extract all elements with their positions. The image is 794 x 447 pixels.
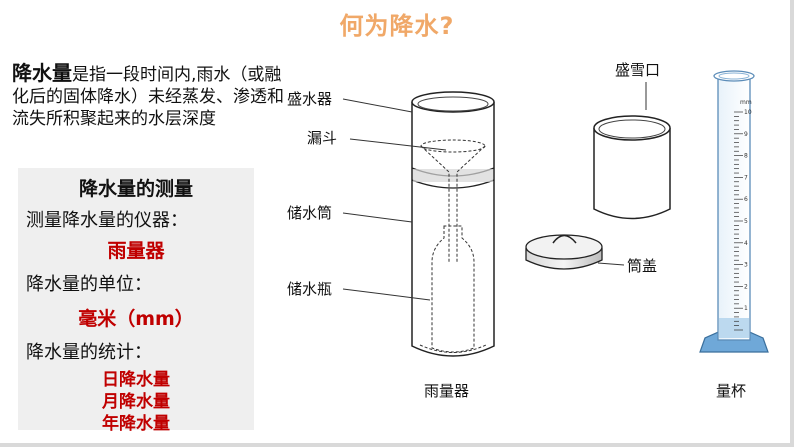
- cylinder-scale: [734, 111, 743, 331]
- keyword-precipitation: 降水量: [12, 61, 72, 85]
- cylinder-tick-label: 1: [744, 305, 748, 312]
- instrument-label: 测量降水量的仪器：: [26, 210, 188, 231]
- storage-bottle: [431, 225, 475, 353]
- stat-monthly: 月降水量: [102, 392, 170, 412]
- stat-daily: 日降水量: [102, 370, 170, 390]
- stats-label: 降水量的统计：: [26, 342, 152, 363]
- instrument-name: 雨量器: [107, 240, 165, 262]
- cylinder-tick-label: 7: [744, 174, 748, 181]
- label-rain-gauge: 雨量器: [424, 382, 469, 400]
- cylinder-tick-label: 9: [744, 131, 748, 138]
- label-snow-opening: 盛雪口: [615, 61, 660, 79]
- unit-label: 降水量的单位：: [26, 274, 152, 295]
- measuring-cylinder: mm 10 9 8 7 6 5 4 3 2 1: [699, 70, 769, 353]
- stat-yearly: 年降水量: [102, 414, 170, 434]
- label-lid: 筒盖: [627, 257, 657, 275]
- cylinder-unit: mm: [740, 99, 752, 106]
- cylinder-tick-label: 10: [744, 109, 752, 116]
- rain-gauge: [411, 91, 495, 357]
- definition-body: 是指一段时间内,雨水（或融化后的固体降水）未经蒸发、渗透和流失所积聚起来的水层深…: [12, 65, 284, 129]
- lid: [525, 234, 603, 270]
- leader-lines: [342, 82, 647, 301]
- label-storage-tube: 储水筒: [287, 204, 332, 222]
- cylinder-tick-label: 4: [744, 240, 748, 247]
- unit-name: 毫米（mm）: [78, 308, 194, 330]
- label-funnel: 漏斗: [307, 129, 337, 147]
- cylinder-tick-label: 2: [744, 283, 748, 290]
- funnel: [420, 145, 486, 262]
- cylinder-tick-label: 5: [744, 218, 748, 225]
- label-storage-bottle: 储水瓶: [287, 280, 332, 298]
- page-title: 何为降水?: [339, 12, 455, 40]
- snow-opening-cup: [593, 115, 671, 220]
- cylinder-tick-label: 8: [744, 153, 748, 160]
- lid-handle: [552, 234, 577, 244]
- measurement-box: 降水量的测量 测量降水量的仪器： 雨量器 降水量的单位： 毫米（mm） 降水量的…: [18, 168, 254, 434]
- cylinder-tick-label: 3: [744, 262, 748, 269]
- measurement-heading: 降水量的测量: [78, 178, 193, 200]
- cylinder-tick-label: 6: [744, 196, 748, 203]
- label-collector: 盛水器: [287, 90, 332, 108]
- definition-text: 降水量是指一段时间内,雨水（或融化后的固体降水）未经蒸发、渗透和流失所积聚起来的…: [12, 62, 290, 130]
- label-measuring-cylinder: 量杯: [716, 382, 746, 400]
